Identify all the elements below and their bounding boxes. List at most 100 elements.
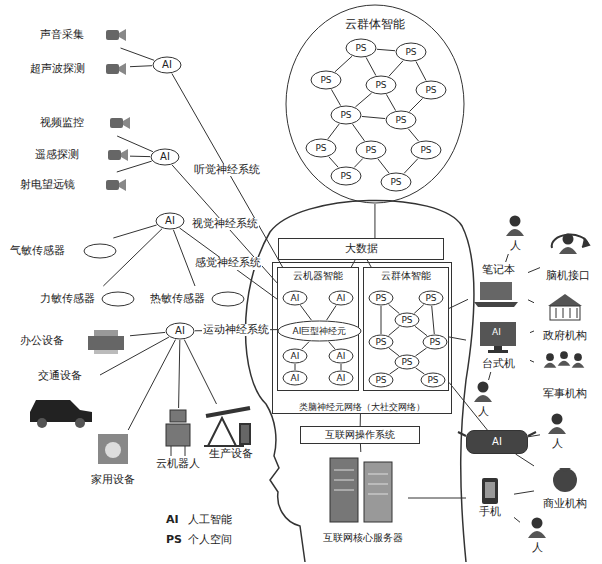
ellipse-node: PS (410, 140, 442, 160)
connector (121, 48, 155, 60)
box-node: 类脑神经元网络（大社交网络）云机器智能AI巨型神经元AIAIAIAIAIAI云群… (272, 262, 452, 414)
ellipse-shape (153, 57, 181, 73)
head-outline (246, 200, 474, 562)
icon-node: 家用设备 (80, 430, 146, 488)
node-label: PS (355, 43, 366, 53)
ellipse-shape (156, 213, 184, 229)
ellipse-node: AI (282, 348, 308, 364)
ellipse-shape (283, 371, 307, 385)
connector (335, 56, 352, 71)
washer-icon (98, 434, 128, 464)
ellipse-node: AI (155, 212, 185, 230)
icon-node: 力敏传感器 (40, 286, 140, 312)
node-label: AI (162, 59, 172, 71)
edge-label: 视觉神经系统 (191, 218, 259, 230)
group-icon (558, 351, 571, 365)
pump-icon (204, 408, 250, 446)
connector (409, 98, 422, 111)
icon-node: 互联网核心服务器 (318, 452, 408, 544)
person-icons (474, 382, 492, 403)
building-icon (548, 294, 582, 306)
node-label: AI (337, 351, 346, 361)
icon-node: 人 (466, 380, 500, 420)
node-title: 政府机构 (543, 330, 587, 343)
ellipse-shape (395, 355, 419, 369)
car-icon (37, 418, 47, 428)
bci-arrow (552, 235, 589, 248)
connector (117, 161, 152, 172)
connector (514, 491, 534, 494)
bci-arrow (552, 235, 588, 248)
connector (416, 368, 425, 374)
node-title: AI (492, 436, 502, 448)
sensor-ovals (102, 292, 134, 306)
node-title: 类脑神经元网络（大社交网络） (299, 402, 425, 412)
node-title: 射电望远镜 (20, 179, 75, 192)
monitor-icon (494, 346, 502, 350)
ellipse-node: PS (415, 80, 447, 100)
box-node: 大数据 (278, 238, 444, 260)
ellipse-node: AI (152, 56, 182, 74)
ellipse-shape (283, 349, 307, 363)
building-icon (548, 294, 582, 320)
connector (415, 326, 427, 335)
node-label: PS (375, 80, 386, 90)
ellipse-shape (416, 81, 446, 99)
connector (366, 57, 376, 75)
edge-label: 运动神经系统 (202, 324, 270, 336)
monitor-icon (480, 322, 516, 353)
phone-icon (485, 482, 495, 498)
node-label: PS (395, 115, 406, 125)
connector (184, 340, 216, 404)
printer-icon (88, 330, 124, 354)
connector (130, 156, 150, 157)
ellipse-node: PS (345, 38, 377, 58)
connector (354, 159, 363, 168)
group-icon (544, 351, 585, 367)
icon-node: 人 (540, 412, 574, 452)
person-icons (528, 518, 546, 539)
ellipse-node: PS (368, 372, 394, 388)
pump-icon (240, 424, 250, 444)
icon-node: 商业机构 (534, 460, 596, 512)
node-title: 声音采集 (40, 29, 84, 42)
robot-icon (170, 410, 186, 422)
edge-label: 感觉神经系统 (194, 257, 262, 269)
connector (389, 304, 400, 313)
person-icons (474, 216, 577, 539)
server-icon (330, 458, 392, 522)
node-label: PS (315, 143, 326, 153)
connector (415, 348, 426, 356)
node-title: 遥感探测 (35, 149, 79, 162)
connector (528, 268, 540, 273)
box-node: 互联网操作系统 (300, 426, 420, 444)
connector (327, 305, 337, 320)
connector (389, 61, 403, 77)
icon-node: 脑机接口 (540, 228, 596, 284)
ellipse-node: PS (310, 70, 342, 90)
node-title: 笔记本 (482, 264, 515, 277)
legend-text: AI (166, 514, 179, 527)
icon-node: 政府机构 (534, 292, 596, 344)
node-title: 互联网操作系统 (325, 429, 395, 441)
connector (172, 165, 277, 283)
node-label: PS (420, 145, 431, 155)
sensor-icons (106, 179, 126, 191)
printer-icon (94, 350, 118, 354)
connector (130, 332, 165, 335)
icon-node: 人 (520, 516, 554, 556)
connector (173, 230, 195, 286)
sensor-icons (106, 29, 130, 191)
connector (416, 61, 426, 80)
node-label: PS (340, 171, 351, 181)
ellipse-shape (419, 291, 443, 305)
connector (180, 228, 277, 299)
node-title: 力敏传感器 (40, 293, 95, 306)
ellipse-node: PS (355, 140, 387, 160)
sensor-ovals (212, 292, 244, 306)
node-label: PS (427, 375, 438, 385)
sensor-icons (106, 29, 126, 41)
printer-icon (94, 330, 118, 337)
node-title: 超声波探测 (30, 63, 85, 76)
